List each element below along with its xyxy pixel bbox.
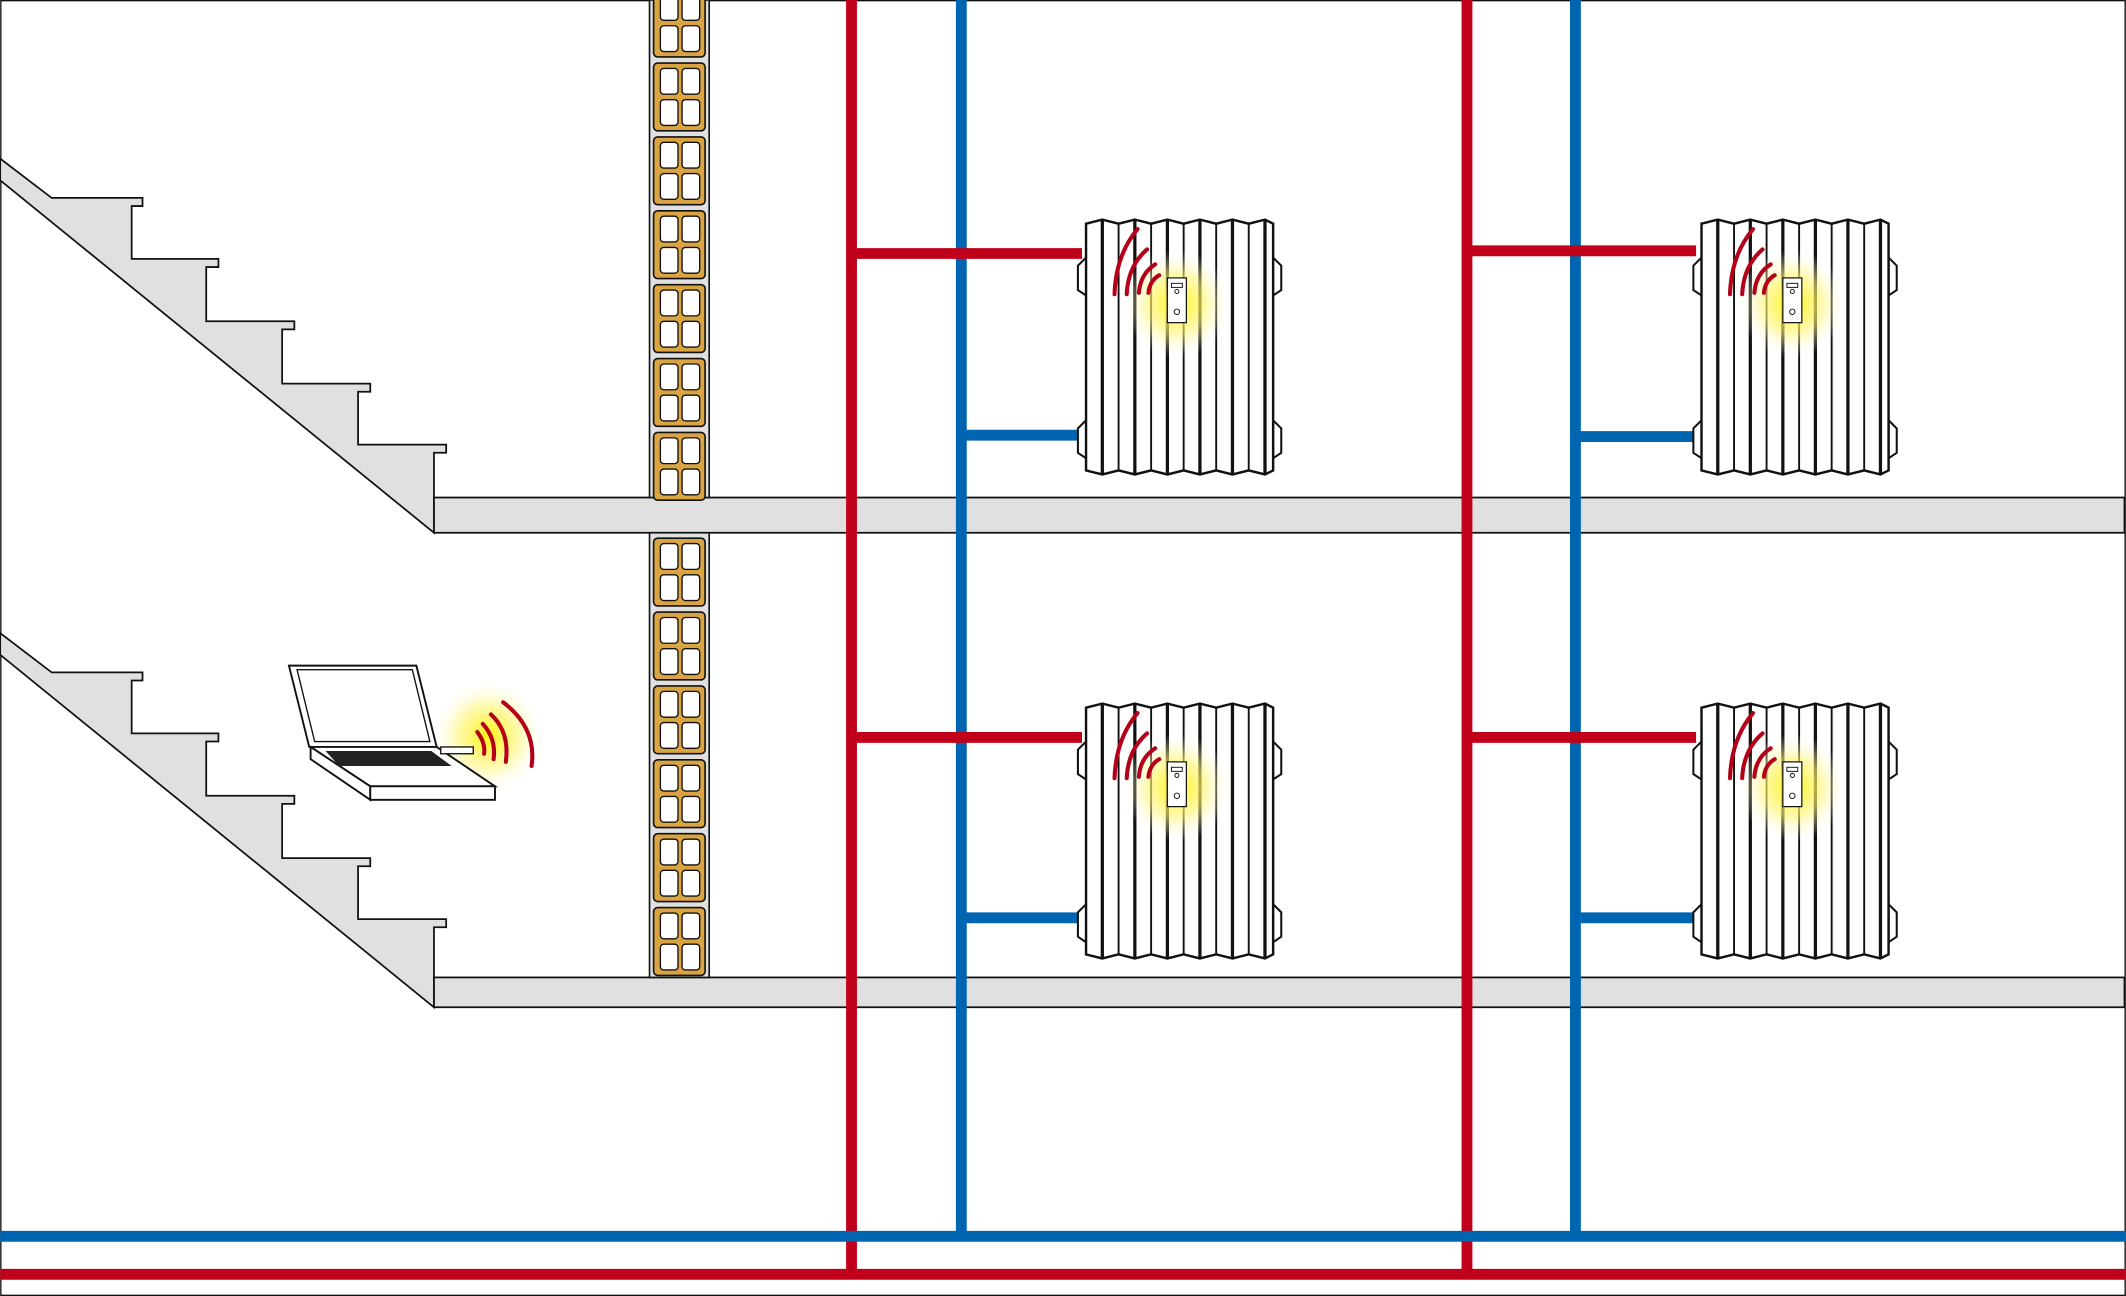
brick-block bbox=[652, 832, 706, 903]
brick-block bbox=[652, 759, 706, 829]
brick-block bbox=[652, 357, 706, 428]
radiator-with-wireless-thermostat bbox=[1693, 220, 1896, 475]
radiator-with-wireless-thermostat bbox=[1078, 220, 1281, 475]
brick-block bbox=[652, 62, 706, 132]
floor-slab-lower bbox=[433, 976, 2126, 1009]
brick-block bbox=[652, 431, 706, 502]
brick-block bbox=[652, 611, 706, 681]
brick-block bbox=[652, 136, 706, 206]
brick-block bbox=[652, 906, 706, 977]
brick-wall bbox=[648, 0, 710, 979]
brick-block bbox=[652, 537, 706, 607]
radiator-with-wireless-thermostat bbox=[1693, 704, 1896, 959]
brick-block bbox=[652, 685, 706, 755]
radiator-with-wireless-thermostat bbox=[1078, 704, 1281, 959]
wifi-signal-icon bbox=[475, 700, 535, 768]
floor-slab-upper bbox=[433, 496, 2126, 534]
brick-block bbox=[652, 0, 706, 58]
staircase-lower bbox=[0, 631, 448, 1010]
brick-block bbox=[652, 209, 706, 280]
laptop-icon bbox=[287, 664, 546, 802]
brick-block bbox=[652, 283, 706, 354]
staircase-upper bbox=[0, 157, 448, 535]
